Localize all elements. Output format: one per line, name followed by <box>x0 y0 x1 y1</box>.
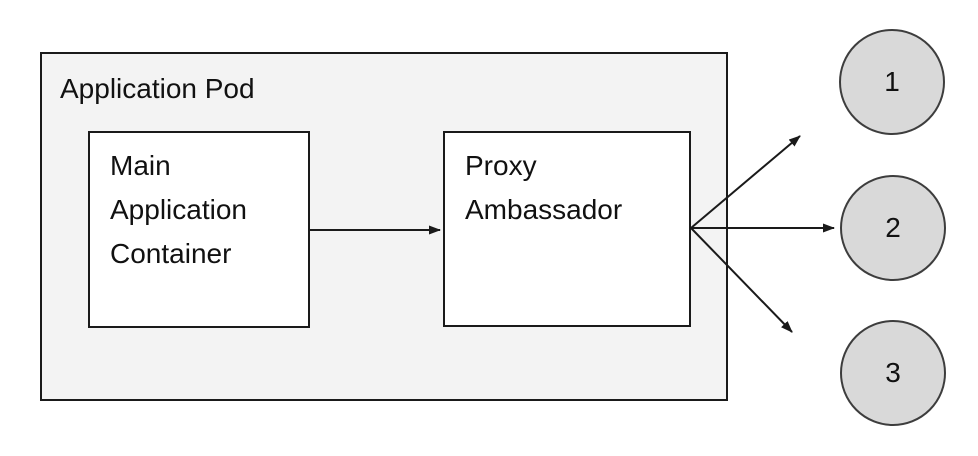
node-proxy-ambassador: Proxy Ambassador <box>443 131 691 327</box>
node-main-application-container-label: Main Application Container <box>110 150 247 269</box>
target-circle-3-label: 3 <box>885 357 901 388</box>
target-circle-1: 1 <box>839 29 945 135</box>
target-circle-3: 3 <box>840 320 946 426</box>
target-circle-2: 2 <box>840 175 946 281</box>
application-pod-label: Application Pod <box>60 73 255 104</box>
node-main-application-container: Main Application Container <box>88 131 310 328</box>
target-circle-1-label: 1 <box>884 66 900 97</box>
node-proxy-ambassador-label: Proxy Ambassador <box>465 150 623 225</box>
target-circle-2-label: 2 <box>885 212 901 243</box>
